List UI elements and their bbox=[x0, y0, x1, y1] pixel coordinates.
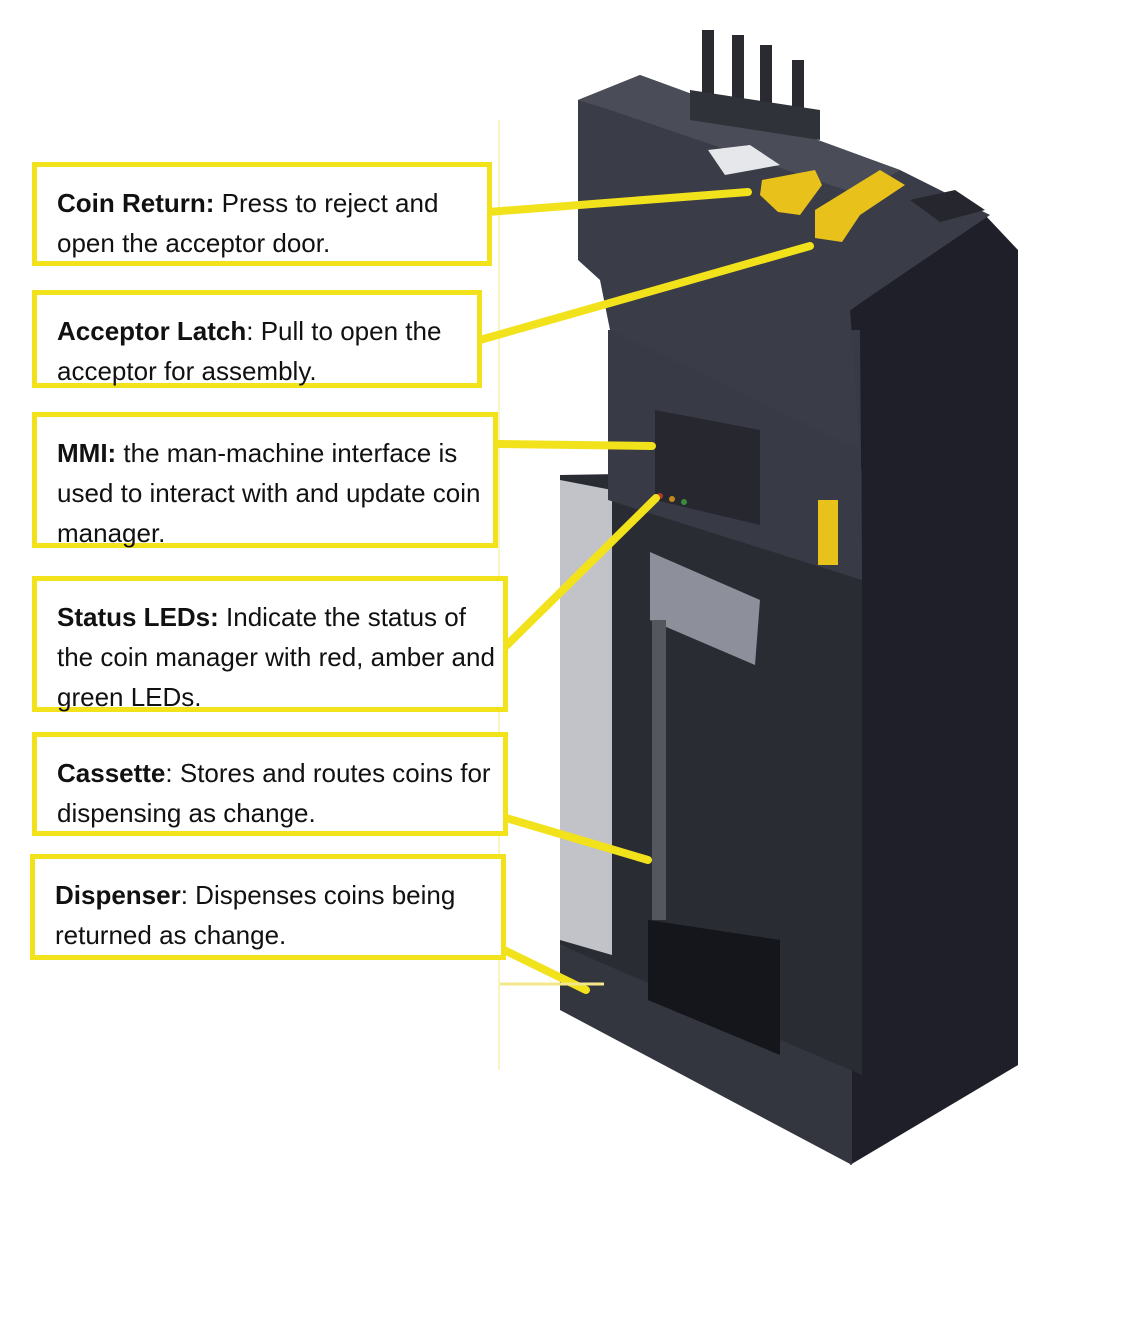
callout-text: : Stores and routes coins for dispensing… bbox=[57, 758, 491, 828]
callout-text: : Pull to open the acceptor for assembly… bbox=[57, 316, 442, 386]
callout-text: Indicate the status of the coin manager … bbox=[57, 602, 495, 712]
callout-text: : Dispenses coins being returned as chan… bbox=[55, 880, 456, 950]
coin-slot bbox=[708, 145, 780, 175]
status-led-green bbox=[681, 499, 687, 505]
callout-dispenser: Dispenser: Dispenses coins being returne… bbox=[30, 854, 506, 960]
status-led-red bbox=[657, 493, 663, 499]
callout-mmi: MMI: the man-machine interface is used t… bbox=[32, 412, 498, 548]
coin-return-lever bbox=[760, 170, 822, 215]
top-button bbox=[910, 190, 985, 222]
callout-status-leds: Status LEDs: Indicate the status of the … bbox=[32, 576, 508, 712]
cassette-mechanism bbox=[650, 552, 760, 665]
callout-coin-return: Coin Return: Press to reject and open th… bbox=[32, 162, 492, 266]
status-led-amber bbox=[669, 496, 675, 502]
cassette-rail bbox=[652, 620, 666, 920]
connector-pin bbox=[702, 30, 714, 100]
callout-text: Press to reject and open the acceptor do… bbox=[57, 188, 439, 258]
device-base bbox=[560, 945, 852, 1165]
acceptor-latch bbox=[815, 170, 905, 242]
device-side-panel bbox=[850, 215, 1018, 1165]
callout-title: Cassette bbox=[57, 758, 166, 788]
callout-title: Coin Return: bbox=[57, 188, 215, 218]
callout-title: Status LEDs: bbox=[57, 602, 219, 632]
callout-acceptor-latch: Acceptor Latch: Pull to open the accepto… bbox=[32, 290, 482, 388]
side-latch bbox=[818, 500, 838, 565]
callout-title: MMI: bbox=[57, 438, 117, 468]
dispenser-opening bbox=[648, 920, 780, 1055]
connector-block bbox=[690, 90, 820, 140]
cassette-clear-panel bbox=[560, 480, 612, 955]
callout-title: Acceptor Latch bbox=[57, 316, 247, 346]
callout-text: the man-machine interface is used to int… bbox=[57, 438, 481, 548]
connector-pin bbox=[732, 35, 744, 107]
mmi-screen bbox=[655, 410, 760, 525]
callout-cassette: Cassette: Stores and routes coins for di… bbox=[32, 732, 508, 836]
callout-title: Dispenser bbox=[55, 880, 181, 910]
acceptor-top bbox=[578, 75, 900, 195]
